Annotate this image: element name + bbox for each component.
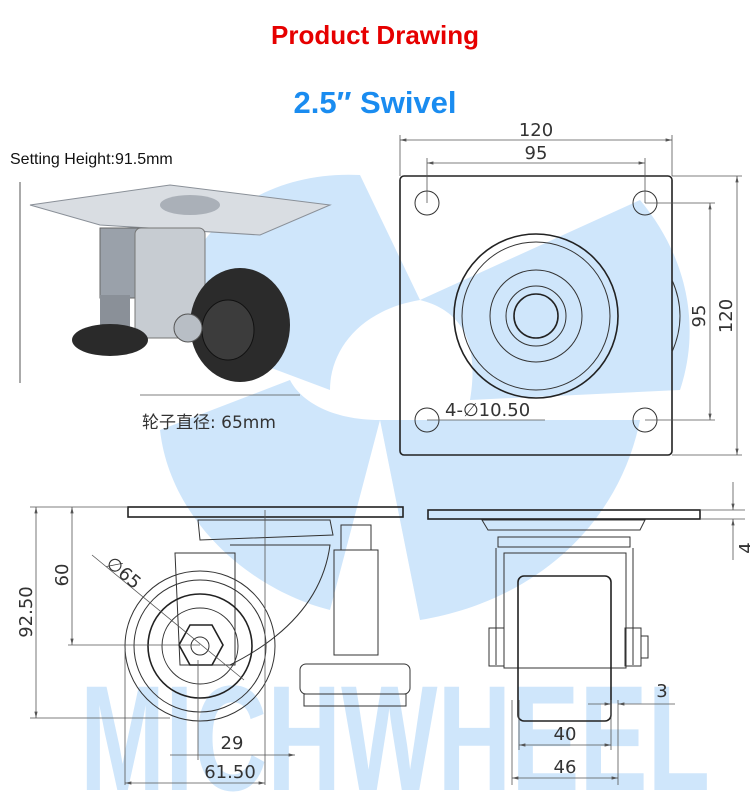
wheel-diameter-label: 轮子直径: 65mm (142, 413, 276, 433)
dim-wheel-gap: 3 (656, 681, 667, 702)
front-view (427, 482, 745, 785)
caster-photo (29, 184, 332, 382)
dim-total-height: 92.50 (16, 586, 37, 638)
watermark-text: MICHWHEEL (80, 654, 710, 793)
dim-fork-width: 46 (554, 757, 577, 778)
dim-hole-spacing-x: 95 (525, 143, 548, 164)
dim-wheel-width: 40 (554, 724, 577, 745)
dim-plate-thickness: 4 (736, 542, 750, 553)
side-view (30, 506, 411, 785)
dim-plate-width: 120 (519, 120, 553, 141)
top-view (399, 135, 742, 456)
dim-hole-spacing-y: 95 (689, 305, 710, 328)
dim-swivel-offset: 29 (221, 733, 244, 754)
dim-plate-height: 120 (716, 299, 737, 333)
page-title: Product Drawing (271, 20, 479, 50)
setting-height-label: Setting Height:91.5mm (10, 151, 173, 168)
model-title: 2.5″ Swivel (293, 85, 456, 120)
dim-hole-diameter: 4-∅10.50 (445, 400, 530, 421)
dim-wheel-diameter: ∅65 (102, 553, 145, 594)
dim-side-depth: 61.50 (204, 762, 256, 783)
dim-axle-height: 60 (52, 564, 73, 587)
